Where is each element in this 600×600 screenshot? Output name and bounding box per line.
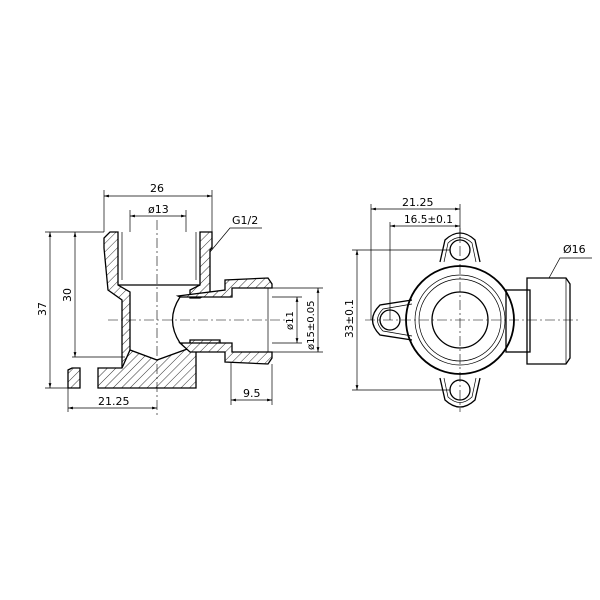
- thread-label: G1/2: [232, 214, 258, 227]
- dim-outlet-dia: Ø16: [563, 243, 586, 256]
- dim-base-offset: 21.25: [98, 395, 130, 408]
- dim-width-top: 26: [150, 182, 164, 195]
- section-dimensions: 26 ø13 G1/2 37 30 21.25 9.5 ø11 ø15±0.05: [36, 182, 323, 412]
- dim-hole-spacing: 33±0.1: [344, 299, 356, 338]
- dim-bore: ø13: [148, 203, 169, 216]
- side-dimensions: 21.25 16.5±0.1 33±0.1 Ø16: [344, 196, 592, 391]
- dim-outlet-length: 9.5: [243, 387, 261, 400]
- dim-hole-offset: 21.25: [402, 196, 434, 209]
- side-view: [365, 228, 580, 412]
- dim-height-inner: 30: [61, 288, 74, 302]
- section-view: [67, 220, 290, 415]
- dim-outlet-outer: ø15±0.05: [306, 301, 317, 351]
- dim-hole-offset-tol: 16.5±0.1: [404, 214, 453, 226]
- dim-outlet-bore: ø11: [285, 311, 296, 330]
- dim-height-total: 37: [36, 302, 49, 316]
